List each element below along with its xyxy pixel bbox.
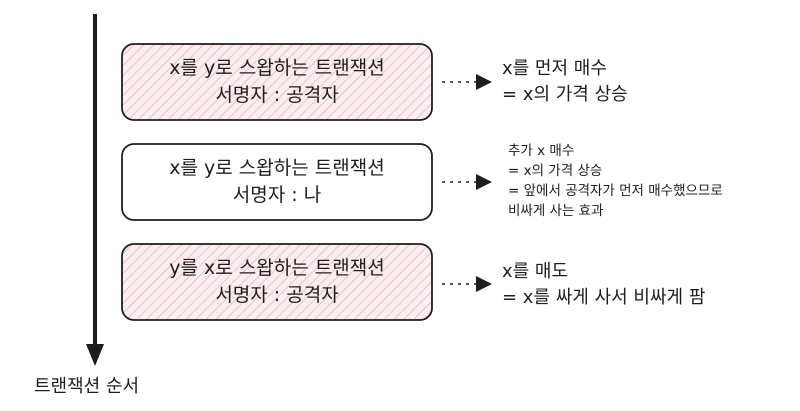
tx-3: y를 x로 스왑하는 트랜잭션 서명자 : 공격자 — [122, 244, 432, 320]
dotted-arrow-2 — [442, 174, 492, 190]
note-line: x를 먼저 매수 — [502, 58, 607, 79]
tx-box-1 — [121, 43, 433, 121]
tx-1-note: x를 먼저 매수 = x의 가격 상승 — [502, 56, 628, 108]
tx-1-title: x를 y로 스왑하는 트랜잭션 — [169, 57, 385, 79]
note-line: = x의 가격 상승 — [508, 163, 603, 179]
tx-3-note: x를 매도 = x를 싸게 사서 비싸게 팜 — [502, 259, 705, 311]
tx-2-note: 추가 x 매수 = x의 가격 상승 = 앞에서 공격자가 먼저 매수했으므로 … — [508, 141, 723, 221]
tx-box-3 — [121, 243, 433, 321]
dotted-arrow-1 — [442, 74, 492, 90]
tx-3-signer: 서명자 : 공격자 — [215, 284, 339, 306]
tx-1: x를 y로 스왑하는 트랜잭션 서명자 : 공격자 — [122, 44, 432, 120]
tx-3-title: y를 x로 스왑하는 트랜잭션 — [169, 257, 385, 279]
tx-1-signer: 서명자 : 공격자 — [215, 84, 339, 106]
note-line: 추가 x 매수 — [508, 143, 575, 159]
note-line: = x의 가격 상승 — [502, 84, 628, 105]
tx-2: x를 y로 스왑하는 트랜잭션 서명자 : 나 — [122, 144, 432, 220]
timeline-label: 트랜잭션 순서 — [34, 376, 140, 397]
dotted-arrow-3 — [442, 276, 492, 292]
tx-box-2 — [121, 143, 433, 221]
note-line: = 앞에서 공격자가 먼저 매수했으므로 — [508, 183, 723, 199]
timeline-arrow — [86, 14, 104, 366]
note-line: x를 매도 — [502, 261, 569, 282]
note-line: 비싸게 사는 효과 — [508, 203, 604, 219]
note-line: = x를 싸게 사서 비싸게 팜 — [502, 287, 706, 308]
tx-2-title: x를 y로 스왑하는 트랜잭션 — [169, 157, 385, 179]
tx-2-signer: 서명자 : 나 — [232, 184, 322, 206]
